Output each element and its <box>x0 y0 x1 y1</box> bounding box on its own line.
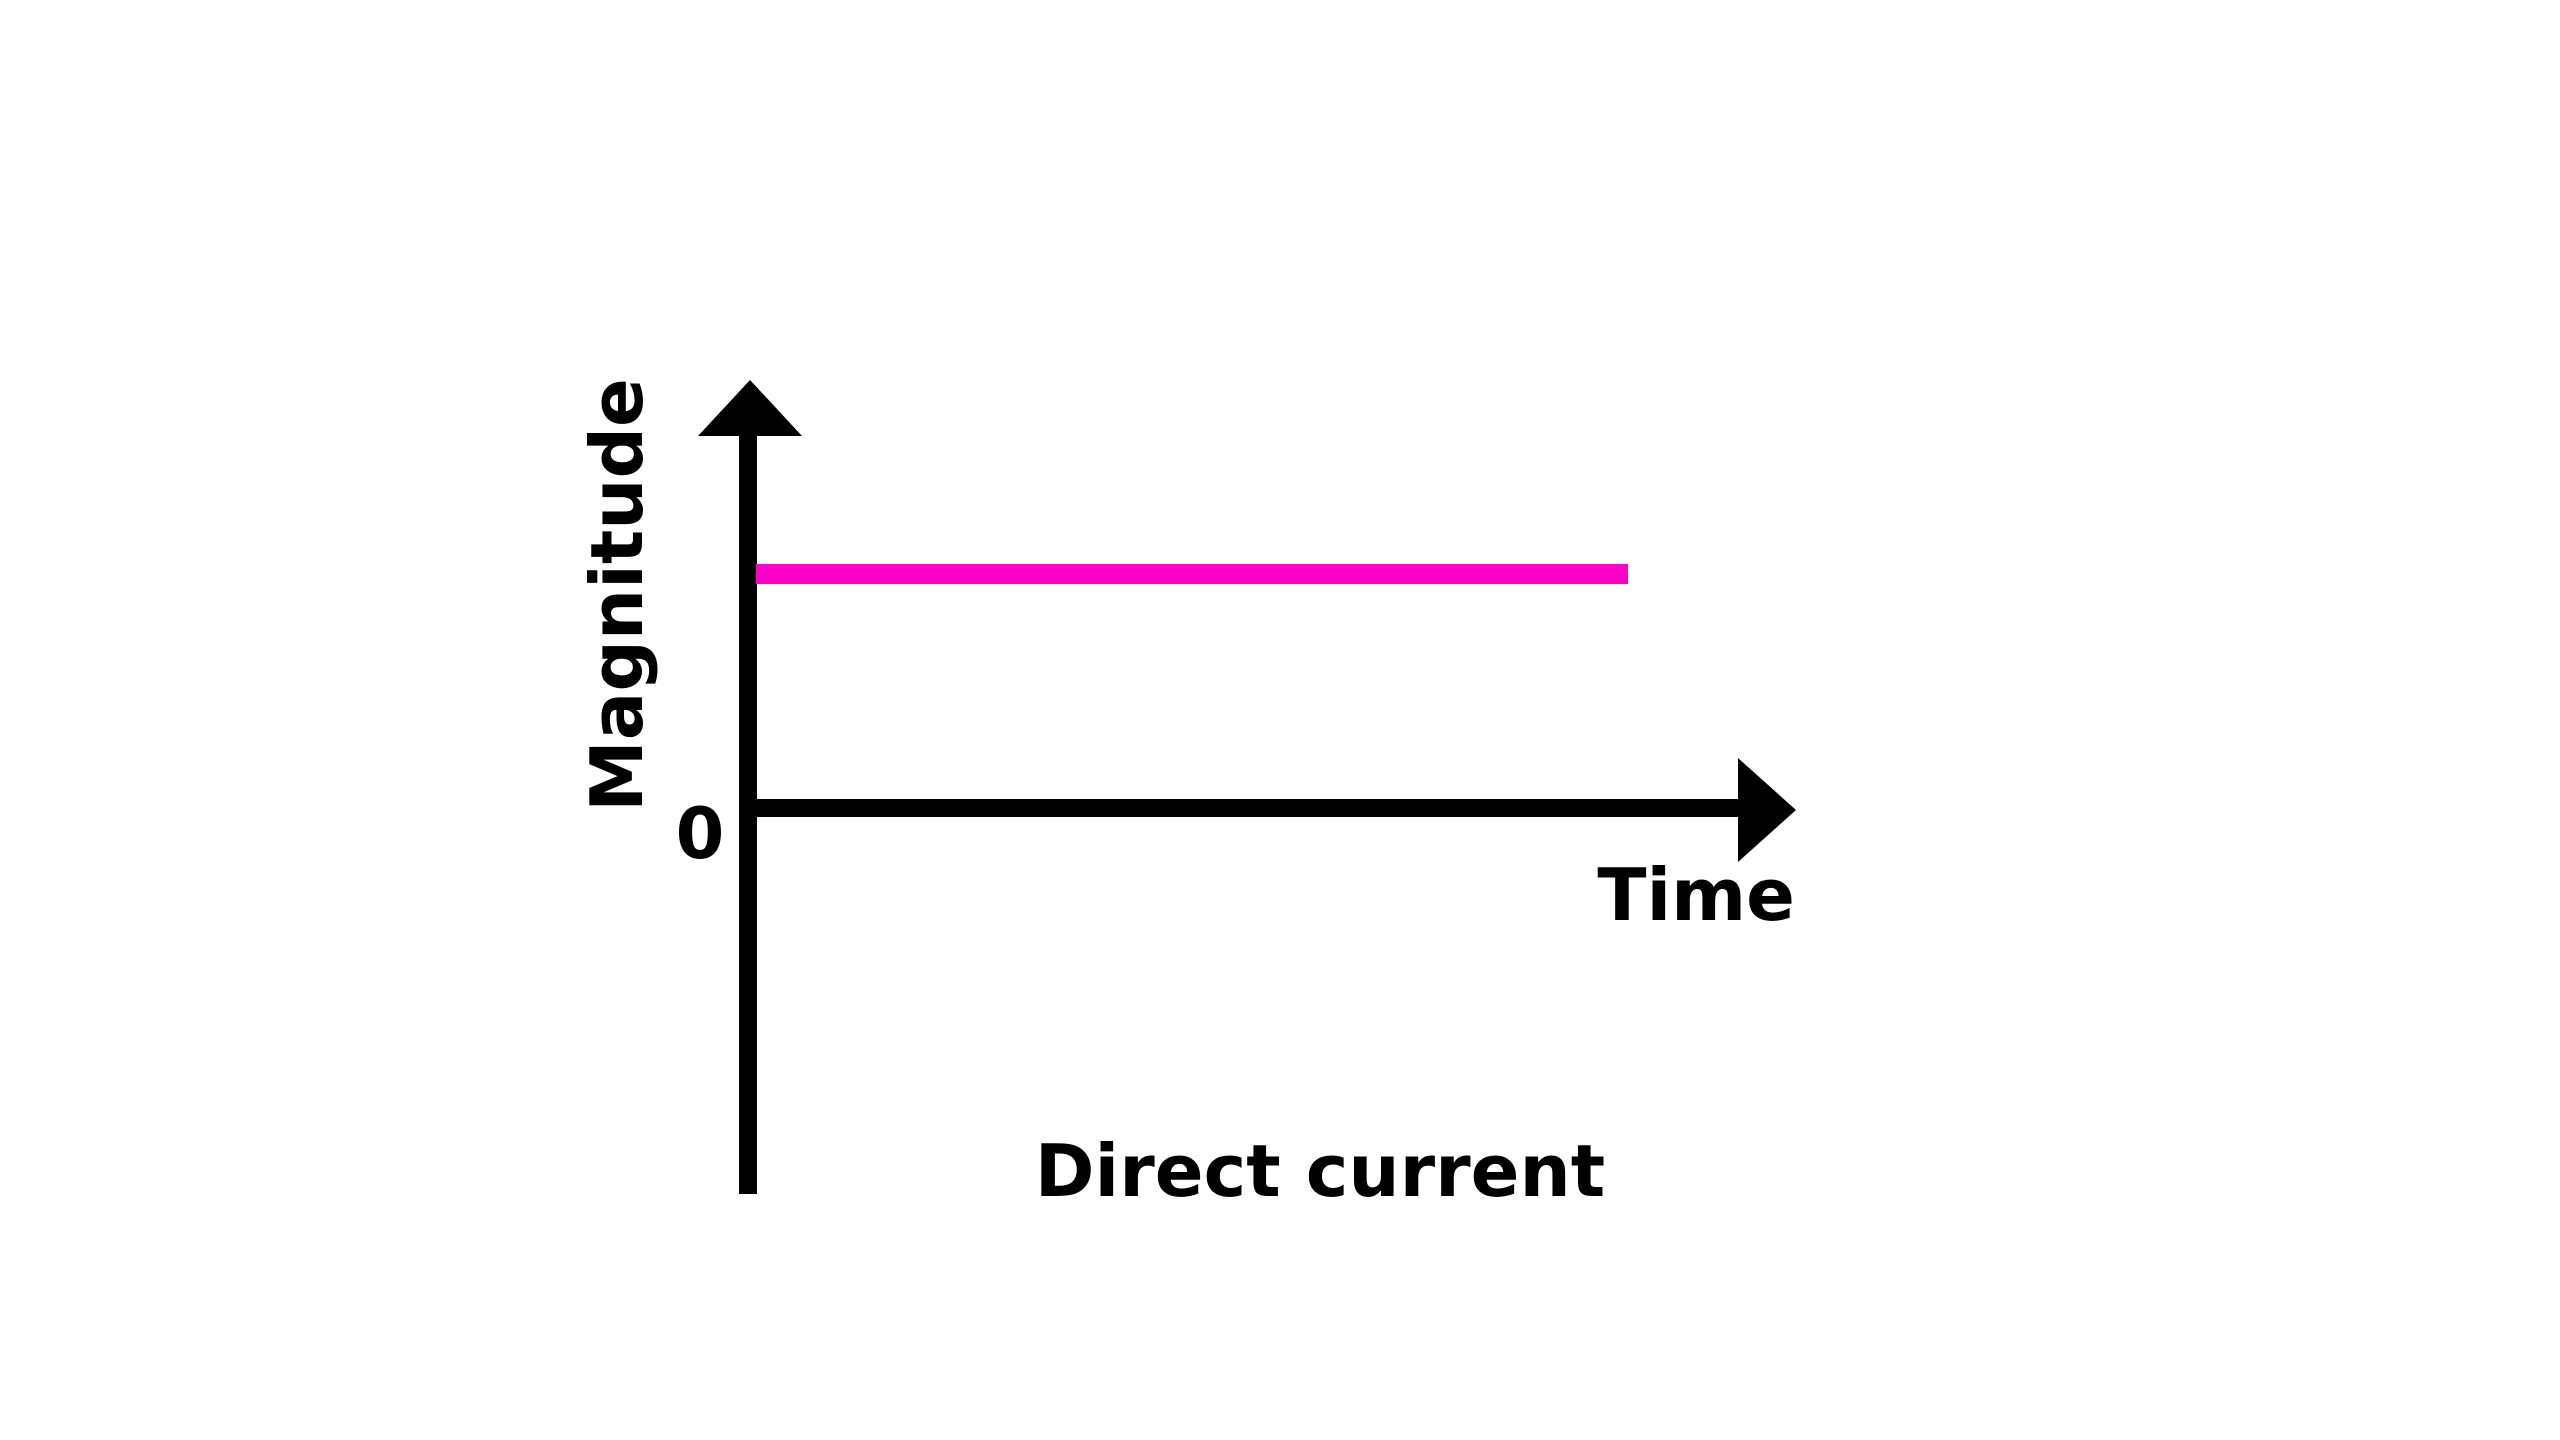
y-axis-label: Magnitude <box>575 378 659 812</box>
x-axis-arrow-icon <box>1738 758 1796 862</box>
y-tick-label-zero: 0 <box>676 793 725 875</box>
chart-title: Direct current <box>1035 1129 1605 1213</box>
axes <box>698 380 1796 1194</box>
x-axis-label: Time <box>1597 853 1795 937</box>
y-axis-arrow-icon <box>698 380 802 436</box>
